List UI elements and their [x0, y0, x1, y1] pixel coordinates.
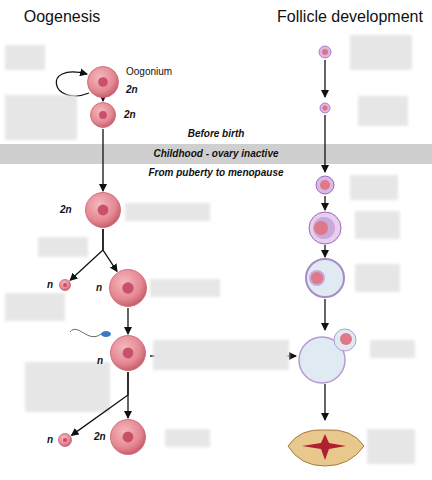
cell: n	[110, 335, 146, 371]
primordial-follicle	[320, 103, 330, 113]
column-heading: Oogenesis	[24, 8, 101, 26]
cell-outline	[110, 335, 146, 371]
ploidy-label: n	[97, 355, 103, 367]
vesicular-follicle	[306, 259, 344, 297]
cell-outline	[90, 102, 116, 128]
cell: Oogonium2n	[87, 66, 119, 98]
secondary-follicle	[309, 212, 341, 244]
cell: 2n	[110, 419, 146, 455]
ploidy-label: n	[47, 434, 53, 446]
development-arrow	[102, 99, 103, 101]
development-arrow	[70, 229, 103, 280]
hidden-label-box	[5, 35, 415, 464]
cell: n	[59, 279, 71, 291]
cell: 2n	[90, 102, 116, 128]
corpus-luteum	[288, 430, 364, 466]
ploidy-label: 2n	[60, 204, 72, 216]
cell-outline	[109, 269, 147, 307]
primary-follicle	[316, 176, 334, 194]
self-renewal-loop	[56, 72, 89, 96]
cell-outline	[85, 192, 121, 228]
cell: n	[58, 433, 72, 447]
ploidy-label: 2n	[124, 109, 136, 121]
development-arrow	[103, 229, 117, 271]
cell-outline	[87, 66, 119, 98]
development-arrow	[127, 372, 128, 418]
cell-name: Oogonium	[126, 66, 172, 78]
period-label: Childhood - ovary inactive	[153, 147, 278, 160]
ploidy-label: n	[96, 282, 102, 294]
primordial-follicle	[319, 46, 331, 58]
development-arrow	[102, 129, 103, 191]
ploidy-label: 2n	[126, 84, 138, 96]
cell-outline	[58, 433, 72, 447]
period-label: Before birth	[188, 127, 245, 140]
period-label: From puberty to menopause	[148, 166, 283, 179]
column-heading: Follicle development	[277, 8, 423, 26]
cell: 2n	[85, 192, 121, 228]
sperm	[70, 329, 111, 337]
cell-outline	[59, 279, 71, 291]
ploidy-label: n	[47, 279, 53, 291]
period-band	[0, 144, 432, 164]
ploidy-label: 2n	[94, 431, 106, 443]
cell-outline	[110, 419, 146, 455]
ovulating-follicle	[299, 329, 356, 383]
development-arrow	[127, 308, 128, 334]
cell: n	[109, 269, 147, 307]
